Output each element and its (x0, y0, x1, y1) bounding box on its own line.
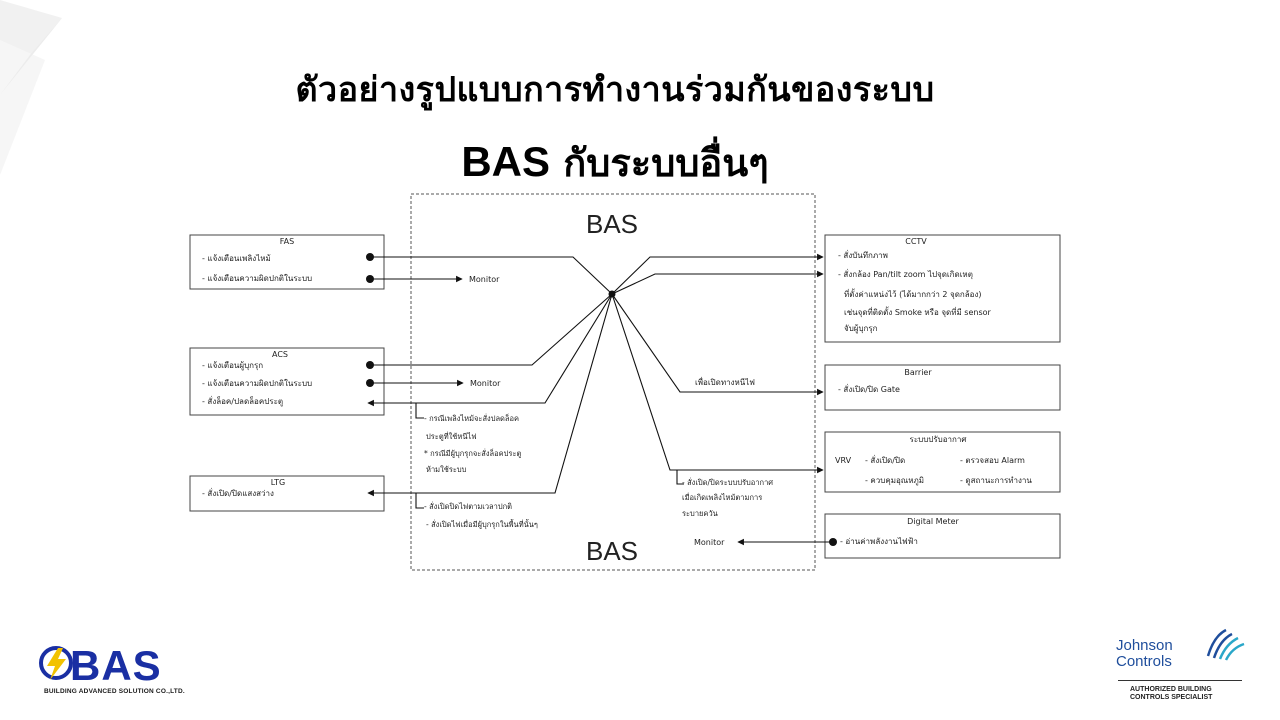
bas-label-bottom: BAS (586, 536, 638, 566)
hvac-note-fire: เมื่อเกิดเพลิงไหม้ตามการ (682, 492, 762, 502)
jc-line2: Controls (1116, 653, 1172, 670)
acs-item-intruder: - แจ้งเตือนผู้บุกรุก (202, 361, 263, 371)
cctv-box: CCTV - สั่งบันทึกภาพ - สั่งกล้อง Pan/til… (824, 234, 1061, 343)
jc-line1: Johnson (1116, 637, 1173, 654)
fas-title: FAS (280, 237, 294, 246)
jc-sub-line1: AUTHORIZED BUILDING (1130, 686, 1212, 693)
acs-item-fault: - แจ้งเตือนความผิดปกติในระบบ (202, 379, 312, 388)
page-subtitle: BAS กับระบบอื่นๆ (0, 132, 1230, 193)
ltg-box: LTG - สั่งเปิด/ปิดแสงสว่าง (189, 475, 385, 512)
bas-logo (39, 646, 73, 680)
escape-route-label: เพื่อเปิดทางหนีไฟ (695, 376, 755, 387)
title-rest: กับระบบอื่นๆ (550, 140, 769, 185)
ltg-item-lighting: - สั่งเปิด/ปิดแสงสว่าง (202, 487, 274, 498)
ltg-title: LTG (271, 478, 285, 487)
hvac-title: ระบบปรับอากาศ (910, 435, 967, 444)
cctv-item-record: - สั่งบันทึกภาพ (838, 249, 888, 260)
acs-item-door-lock: - สั่งล็อค/ปลดล็อคประตู (202, 395, 283, 407)
meter-title: Digital Meter (907, 517, 959, 526)
ltg-note-intruder: - สั่งเปิดไฟเมื่อมีผู้บุกรุกในพื้นที่นั้… (426, 519, 538, 529)
fas-monitor-label: Monitor (469, 275, 500, 284)
ltg-note-schedule: - สั่งเปิดปิดไฟตามเวลาปกติ (424, 501, 512, 511)
acs-note-disable: ห้ามใช้ระบบ (426, 465, 467, 474)
johnson-controls-mark-icon (1206, 628, 1245, 661)
fas-item-fire-alarm: - แจ้งเตือนเพลิงไหม้ (202, 254, 271, 263)
barrier-box: Barrier - สั่งเปิด/ปิด Gate (824, 364, 1061, 411)
hvac-item-temp: - ควบคุมอุณหภูมิ (865, 476, 924, 486)
acs-note-fire: - กรณีเพลิงไหม้จะสั่งปลดล็อค (424, 413, 519, 423)
cctv-item-intruder: จับผู้บุกรุก (844, 324, 878, 334)
cctv-item-ptz: - สั่งกล้อง Pan/tilt zoom ไปจุดเกิดเหตุ (838, 268, 973, 279)
bas-container (410, 193, 816, 571)
meter-box: Digital Meter - อ่านค่าพลังงานไฟฟ้า (824, 513, 1061, 559)
bas-logo-ring-icon (39, 646, 73, 680)
acs-title: ACS (272, 350, 288, 359)
hvac-box: ระบบปรับอากาศ VRV - สั่งเปิด/ปิด - ตรวจส… (824, 431, 1061, 493)
hvac-vrv: VRV (835, 456, 852, 465)
cctv-item-preset: ที่ตั้งค่าแหน่งไว้ (ได้มากกว่า 2 จุดกล้อ… (844, 288, 982, 299)
fas-item-fault-alarm: - แจ้งเตือนความผิดปกติในระบบ (202, 274, 312, 283)
hvac-note-vent: ระบายควัน (682, 509, 718, 518)
acs-monitor-label: Monitor (470, 379, 501, 388)
jc-tagline: AUTHORIZED BUILDING CONTROLS SPECIALIST (1130, 686, 1212, 702)
hvac-item-onoff: - สั่งเปิด/ปิด (865, 454, 905, 465)
acs-note-intruder: * กรณีมีผู้บุกรุกจะสั่งล็อคประตู (424, 448, 521, 458)
lightning-bolt-icon (47, 648, 66, 680)
bas-label-top: BAS (586, 209, 638, 239)
barrier-title: Barrier (904, 368, 932, 377)
title-bas: BAS (461, 138, 551, 185)
bas-logo-subtitle: BUILDING ADVANCED SOLUTION CO.,LTD. (44, 688, 185, 695)
hvac-note-smoke: - สั่งเปิด/ปิดระบบปรับอากาศ (682, 477, 773, 487)
hvac-item-status: - ดูสถานะการทำงาน (960, 476, 1032, 486)
jc-sub-line2: CONTROLS SPECIALIST (1130, 694, 1213, 701)
page-title: ตัวอย่างรูปแบบการทำงานร่วมกันของระบบ (295, 70, 935, 110)
meter-monitor-label: Monitor (694, 538, 725, 547)
barrier-item-gate: - สั่งเปิด/ปิด Gate (838, 383, 900, 394)
acs-note-exit: ประตูที่ใช้หนีไฟ (426, 431, 477, 441)
jc-divider (1118, 680, 1242, 681)
meter-item-read: - อ่านค่าพลังงานไฟฟ้า (840, 537, 918, 546)
fas-box: FAS - แจ้งเตือนเพลิงไหม้ - แจ้งเตือนความ… (189, 234, 385, 290)
cctv-title: CCTV (905, 237, 927, 246)
cctv-item-example: เช่นจุดที่ติดตั้ง Smoke หรือ จุดที่มี se… (844, 306, 992, 317)
acs-box: ACS - แจ้งเตือนผู้บุกรุก - แจ้งเตือนความ… (189, 347, 385, 416)
hvac-item-alarm: - ตรวจสอบ Alarm (960, 456, 1025, 465)
johnson-controls-logo-text: Johnson Controls (1116, 638, 1173, 670)
bas-logo-text: BAS (70, 642, 162, 689)
corner-decoration (0, 0, 62, 175)
connectors: Monitor Monitor - กรณีเพลิงไหม้จะสั่งปลด… (366, 253, 837, 547)
